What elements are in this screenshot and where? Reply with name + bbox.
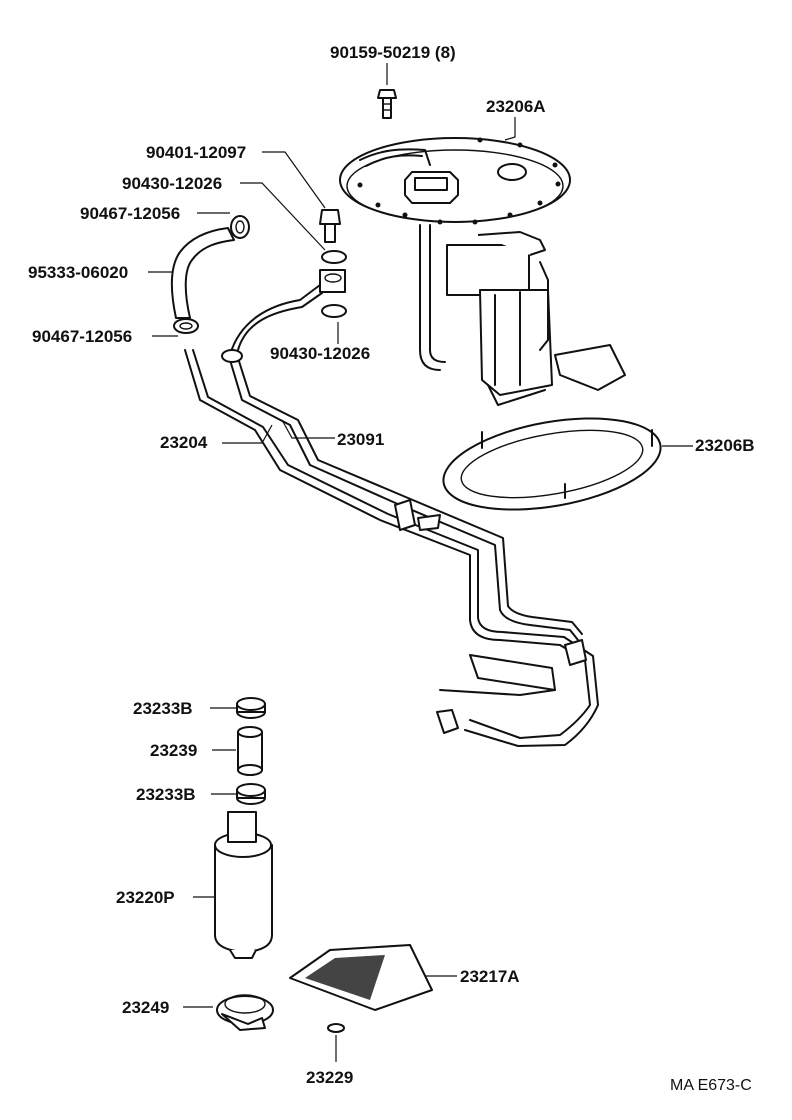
hose-clamp-23233b-upper [236, 697, 266, 719]
label-90430-12026-bottom: 90430-12026 [270, 344, 370, 363]
label-23229: 23229 [306, 1068, 353, 1087]
label-23206a: 23206A [486, 97, 546, 116]
hose-clip-upper [230, 215, 250, 239]
fuel-pump-23220p [214, 811, 273, 959]
fuel-hose-95333-06020 [170, 227, 235, 319]
label-23249: 23249 [122, 998, 169, 1017]
union-fitting [319, 269, 346, 293]
pump-cushion-23249 [216, 994, 274, 1031]
label-23239: 23239 [150, 741, 197, 760]
pump-bracket-assembly [339, 137, 626, 406]
label-figure-code: MA E673-C [670, 1077, 752, 1094]
gasket-lower [321, 304, 347, 318]
outlet-pipe-23091 [221, 284, 583, 641]
fuel-filter-23217a [289, 944, 433, 1011]
label-23233b-bottom: 23233B [136, 785, 196, 804]
label-23217a: 23217A [460, 967, 520, 986]
pipe-bracket [436, 639, 587, 734]
label-90159-50219: 90159-50219 (8) [330, 43, 456, 62]
label-23206b: 23206B [695, 436, 755, 455]
label-95333-06020: 95333-06020 [28, 263, 128, 282]
union-bolt-90401-12097 [319, 209, 341, 243]
return-pipe-23204 [184, 349, 599, 747]
label-90467-12056-top: 90467-12056 [80, 204, 180, 223]
label-23233b-top: 23233B [133, 699, 193, 718]
gasket-plate-23206b [442, 417, 662, 511]
label-23204: 23204 [160, 433, 208, 452]
label-23220p: 23220P [116, 888, 175, 907]
label-90401-12097: 90401-12097 [146, 143, 246, 162]
label-23091: 23091 [337, 430, 384, 449]
gasket-upper [321, 250, 347, 264]
hose-clip-lower [173, 318, 199, 334]
leader-lines [148, 63, 693, 1062]
hose-clamp-23233b-lower [236, 783, 266, 805]
pump-hose-23239 [237, 726, 263, 776]
label-90467-12056-bottom: 90467-12056 [32, 327, 132, 346]
pipe-clamp [394, 499, 441, 531]
label-90430-12026-top: 90430-12026 [122, 174, 222, 193]
bolt-90159-50219 [377, 89, 397, 119]
clip-23229 [327, 1023, 345, 1033]
